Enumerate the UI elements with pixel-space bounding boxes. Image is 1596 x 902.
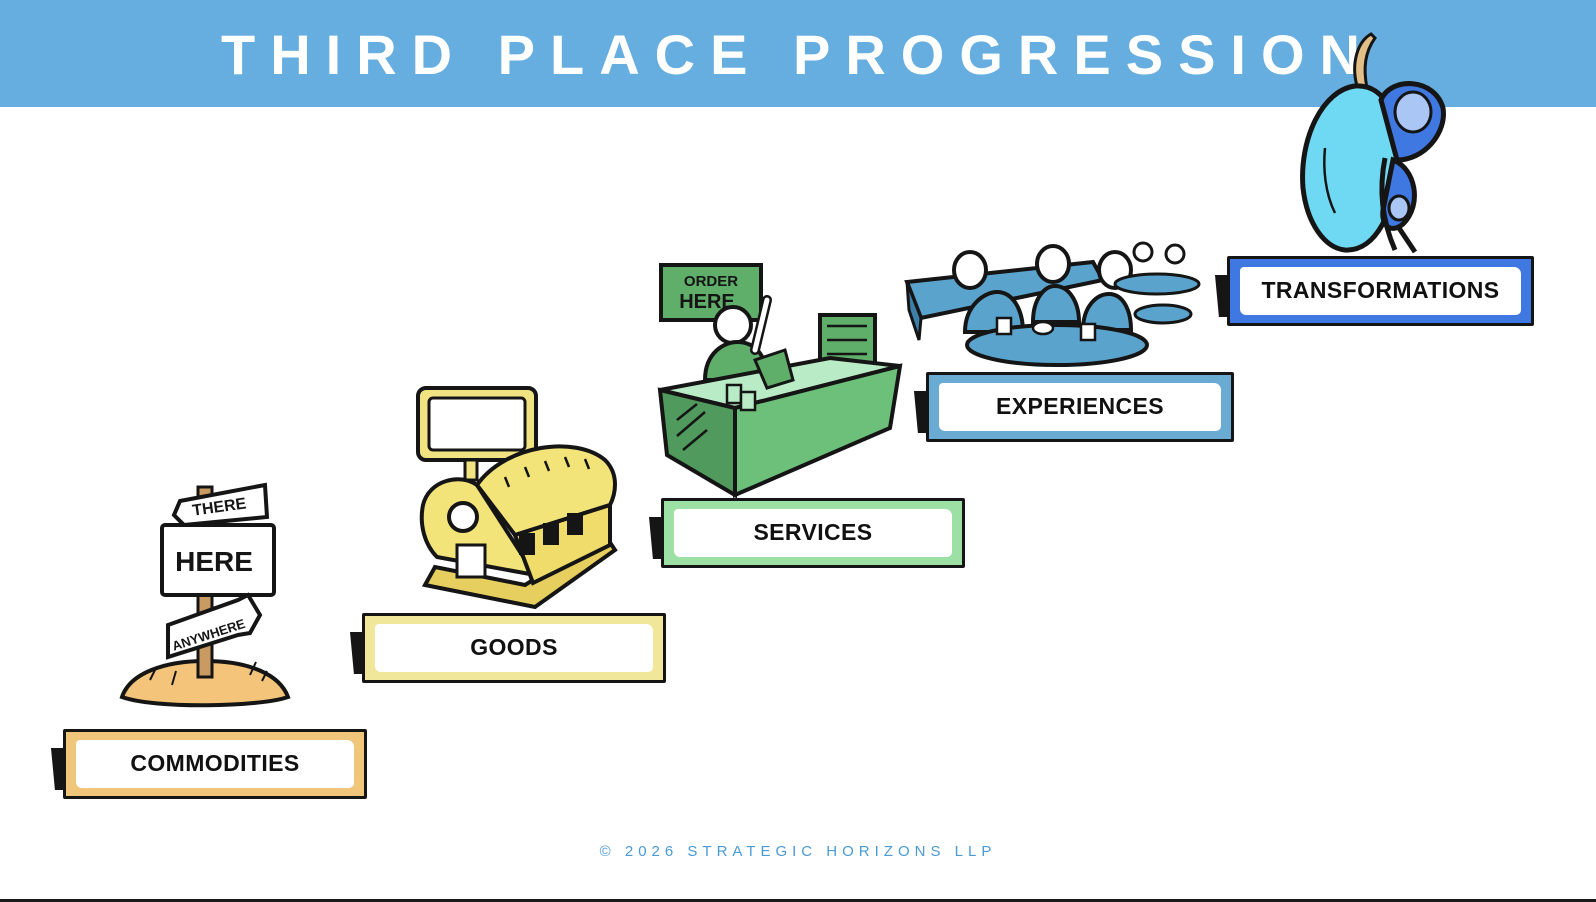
page-title: THIRD PLACE PROGRESSION — [221, 23, 1375, 86]
order-counter-icon: ORDER HERE — [657, 263, 903, 499]
step-transformations: TRANSFORMATIONS — [1215, 256, 1534, 326]
step-tab — [51, 748, 65, 790]
step-tab — [914, 391, 928, 433]
step-inner-panel — [1240, 267, 1521, 315]
butterfly-cocoon-icon — [1300, 32, 1446, 254]
step-label-commodities: COMMODITIES — [130, 749, 300, 776]
signpost-here-text: HERE — [175, 546, 253, 577]
step-label-transformations: TRANSFORMATIONS — [1261, 276, 1500, 303]
copyright-footer: © 2026 STRATEGIC HORIZONS LLP — [599, 843, 997, 860]
step-label-goods: GOODS — [470, 633, 558, 660]
step-tab — [649, 517, 663, 559]
step-label-services: SERVICES — [753, 518, 873, 545]
step-services: SERVICES — [649, 498, 965, 568]
bottom-divider — [0, 899, 1596, 902]
signpost-icon: THERE HERE ANYWHERE — [119, 482, 291, 708]
step-inner-panel — [674, 509, 952, 557]
step-inner-panel — [76, 740, 354, 788]
step-commodities: COMMODITIES — [51, 729, 367, 799]
step-goods: GOODS — [350, 613, 666, 683]
order-sign-line2: HERE — [679, 291, 735, 313]
header-bar: THIRD PLACE PROGRESSION — [0, 0, 1596, 107]
step-inner-panel — [375, 624, 653, 672]
step-inner-panel — [939, 383, 1221, 431]
cafe-seating-icon — [904, 241, 1201, 367]
step-tab — [350, 632, 364, 674]
step-label-experiences: EXPERIENCES — [995, 392, 1164, 419]
order-sign-line1: ORDER — [684, 273, 738, 290]
step-experiences: EXPERIENCES — [914, 372, 1234, 442]
storefront-icon — [416, 386, 618, 610]
step-tab — [1215, 275, 1229, 317]
